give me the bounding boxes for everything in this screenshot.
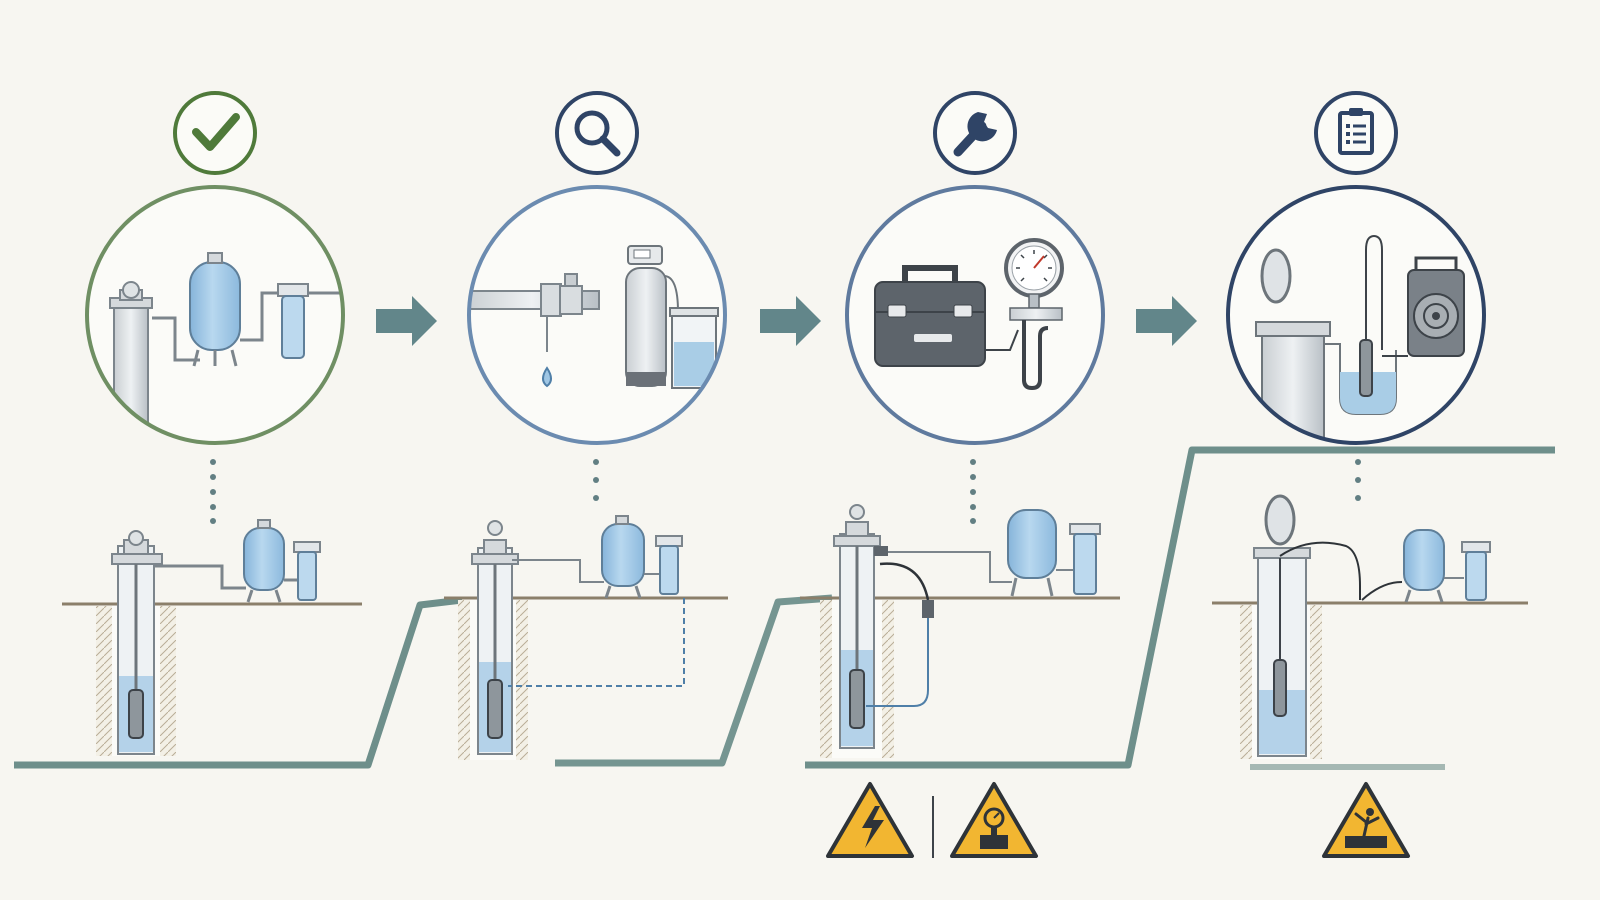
step-3-badge	[933, 91, 1017, 175]
right-arrow-icon	[1136, 296, 1197, 346]
step-2-ground-scene	[444, 515, 728, 760]
step-1-scene-circle	[85, 185, 345, 445]
right-arrow-icon	[760, 296, 821, 346]
checkmark-icon	[192, 113, 240, 151]
right-arrow-icon	[376, 296, 437, 346]
step-3-ground-scene	[800, 504, 1120, 758]
dotted-connectors	[210, 459, 1361, 524]
step-3-scene-circle	[845, 185, 1105, 445]
step-1-ground-scene	[62, 519, 362, 756]
magnifier-icon	[574, 110, 621, 157]
wrench-icon	[953, 112, 997, 157]
step-2-badge	[555, 91, 639, 175]
pressure-hazard-icon	[950, 782, 1038, 858]
step-4-scene-circle	[1226, 185, 1486, 445]
step-2-scene-circle	[467, 185, 727, 445]
timeline-path-2	[555, 594, 833, 767]
timeline-path-3	[805, 446, 1555, 769]
step-1-badge	[173, 91, 257, 175]
step-4-ground-scene	[1212, 494, 1528, 759]
electrical-hazard-icon	[826, 782, 914, 858]
fall-hazard-icon	[1322, 782, 1410, 858]
step-4-badge	[1314, 91, 1398, 175]
clipboard-icon	[1338, 108, 1374, 155]
timeline-path	[14, 596, 463, 769]
